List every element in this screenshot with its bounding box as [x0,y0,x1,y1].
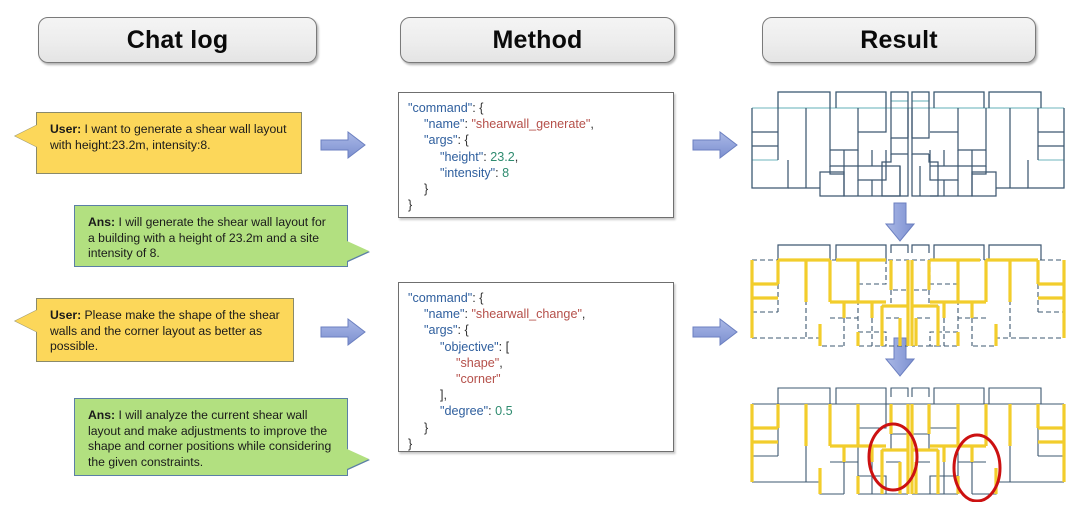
arrow-chat-to-method-2-icon [320,317,366,347]
highlight-ellipse-2 [952,433,1002,502]
chat-bubble-user-2: User: Please make the shape of the shear… [15,298,294,362]
code-line: "name": "shearwall_change", [424,307,586,322]
chat-message-text: I want to generate a shear wall layout w… [50,122,287,152]
code-line: "height": 23.2, [440,149,519,164]
chat-message-text: I will generate the shear wall layout fo… [88,215,326,261]
code-line: "args": { [424,323,469,338]
code-line: "args": { [424,133,469,148]
chat-role-label: User: [50,122,82,136]
arrow-method-to-result-1-icon [692,130,738,160]
plan-generated [748,242,1068,350]
code-line: } [408,436,413,451]
code-line: "degree": 0.5 [440,404,513,419]
column-header-method: Method [400,17,675,63]
code-line: } [424,420,429,435]
chat-bubble-assistant-1: Ans: I will generate the shear wall layo… [74,205,369,267]
column-header-chat-log-label: Chat log [126,25,229,54]
code-line: "command": { [408,101,484,115]
code-line: "intensity": 8 [440,165,510,180]
code-line: "shape", [456,355,503,370]
code-line: ], [440,388,447,403]
arrow-chat-to-method-1-icon [320,130,366,160]
chat-bubble-user-1: User: I want to generate a shear wall la… [15,112,302,174]
code-line: "command": { [408,291,484,305]
chat-message-text: I will analyze the current shear wall la… [88,408,332,469]
column-header-result: Result [762,17,1036,63]
bubble-tail-icon [347,241,369,261]
chat-role-label: User: [50,308,82,322]
plan-initial [748,88,1068,200]
bubble-tail-icon [15,125,37,147]
method-code-block-2: "command": {"name": "shearwall_change","… [398,282,674,452]
code-line: } [408,198,413,213]
arrow-result-step-2-icon [884,337,916,377]
column-header-result-label: Result [860,25,938,54]
code-line: } [424,182,429,197]
column-header-chat-log: Chat log [38,17,317,63]
chat-role-label: Ans: [88,215,116,229]
arrow-result-step-1-icon [884,202,916,242]
column-header-method-label: Method [492,25,583,54]
code-line: "objective": [ [440,339,510,354]
code-line: "corner" [456,372,501,387]
arrow-method-to-result-2-icon [692,317,738,347]
chat-message-text: Please make the shape of the shear walls… [50,308,280,354]
method-code-block-1: "command": { "name": "shearwall_generate"… [398,92,674,218]
code-line: "name": "shearwall_generate", [424,117,594,132]
bubble-tail-icon [347,449,369,469]
chat-role-label: Ans: [88,408,116,422]
bubble-tail-icon [15,310,37,332]
chat-bubble-assistant-2: Ans: I will analyze the current shear wa… [74,398,369,476]
plan-optimized [748,382,1068,502]
highlight-ellipse-1 [867,422,919,492]
